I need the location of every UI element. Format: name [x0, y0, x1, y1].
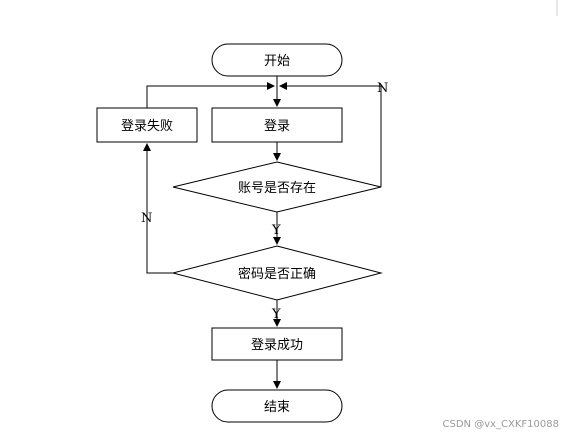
start-label: 开始	[264, 54, 290, 69]
edge-password-no	[143, 143, 173, 274]
login-success-label: 登录成功	[251, 338, 303, 353]
login-fail-label: 登录失败	[121, 119, 173, 134]
password-check-label: 密码是否正确	[238, 266, 316, 282]
account-no-label: N	[377, 81, 388, 96]
login-success-process	[211, 327, 343, 361]
account-check-label: 账号是否存在	[238, 181, 316, 196]
account-yes-label: Y	[271, 223, 281, 238]
login-fail-process	[96, 107, 198, 143]
password-no-label: N	[141, 211, 152, 226]
login-label: 登录	[264, 119, 290, 134]
end-label: 结束	[264, 400, 290, 415]
edge-account-no	[279, 82, 382, 187]
end-terminal	[211, 389, 343, 423]
login-process	[211, 107, 343, 143]
watermark: CSDN @vx_CXKF10088	[443, 419, 559, 430]
edge-fail-to-login	[146, 82, 275, 108]
password-yes-label: Y	[271, 307, 281, 322]
